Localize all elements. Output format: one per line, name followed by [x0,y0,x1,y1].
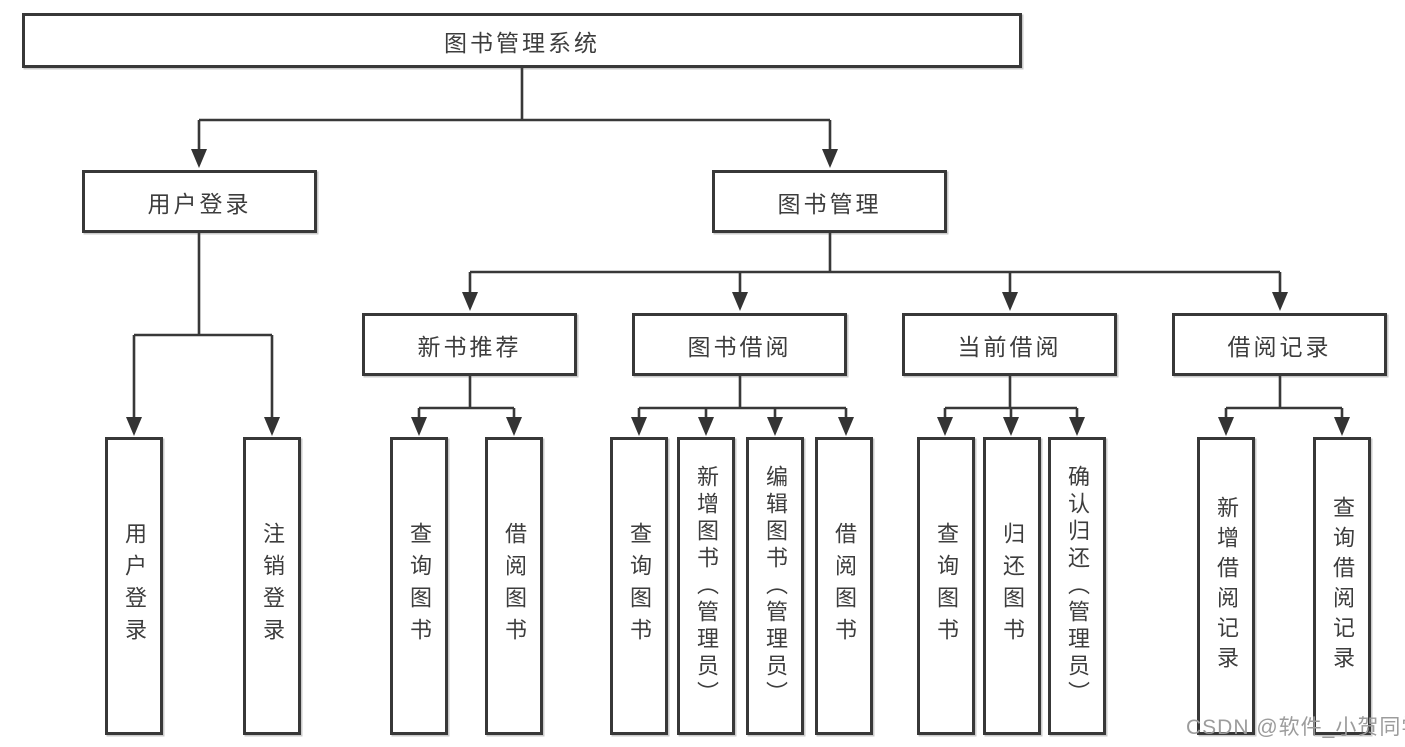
leaf-bb-edit-books-admin: 编辑图书（管理员） [746,437,804,735]
node-new-book-recommendation: 新书推荐 [362,313,577,376]
leaf-logout-label: 注销登录 [260,522,285,650]
node-book-borrowing-label: 图书借阅 [687,333,792,360]
csdn-watermark: CSDN @软件_小贺同学 [1186,716,1405,739]
node-book-management: 图书管理 [712,170,947,233]
leaf-cb-return-books: 归还图书 [983,437,1041,735]
leaf-br-query-record: 查询借阅记录 [1313,437,1371,735]
leaf-cb-query-books-label: 查询图书 [934,522,959,650]
leaf-user-login-label: 用户登录 [122,522,147,650]
leaf-bb-query-books: 查询图书 [610,437,668,735]
node-user-login: 用户登录 [82,170,317,233]
leaf-cb-query-books: 查询图书 [917,437,975,735]
leaf-bb-borrow-books-label: 借阅图书 [832,522,857,650]
leaf-nbr-borrow-books-label: 借阅图书 [502,522,527,650]
node-book-borrowing: 图书借阅 [632,313,847,376]
leaf-user-login: 用户登录 [105,437,163,735]
leaf-bb-borrow-books: 借阅图书 [815,437,873,735]
leaf-nbr-borrow-books: 借阅图书 [485,437,543,735]
node-root: 图书管理系统 [22,13,1022,68]
node-user-login-label: 用户登录 [147,190,252,217]
arrowheads [126,149,1350,436]
leaf-br-add-record-label: 新增借阅记录 [1214,496,1239,676]
leaf-cb-return-books-label: 归还图书 [1000,522,1025,650]
leaf-cb-confirm-return-admin-label: 确认归还（管理员） [1065,464,1090,708]
leaf-br-query-record-label: 查询借阅记录 [1330,496,1355,676]
node-borrow-records-label: 借阅记录 [1227,333,1332,360]
leaf-logout: 注销登录 [243,437,301,735]
leaf-br-add-record: 新增借阅记录 [1197,437,1255,735]
leaf-nbr-query-books: 查询图书 [390,437,448,735]
leaf-bb-edit-books-admin-label: 编辑图书（管理员） [763,464,788,708]
node-new-book-recommendation-label: 新书推荐 [417,333,522,360]
leaf-cb-confirm-return-admin: 确认归还（管理员） [1048,437,1106,735]
node-current-borrow: 当前借阅 [902,313,1117,376]
node-current-borrow-label: 当前借阅 [957,333,1062,360]
leaf-nbr-query-books-label: 查询图书 [407,522,432,650]
leaf-bb-add-books-admin-label: 新增图书（管理员） [694,464,719,708]
node-borrow-records: 借阅记录 [1172,313,1387,376]
leaf-bb-add-books-admin: 新增图书（管理员） [677,437,735,735]
node-root-label: 图书管理系统 [444,29,600,56]
leaf-bb-query-books-label: 查询图书 [627,522,652,650]
node-book-management-label: 图书管理 [777,190,882,217]
